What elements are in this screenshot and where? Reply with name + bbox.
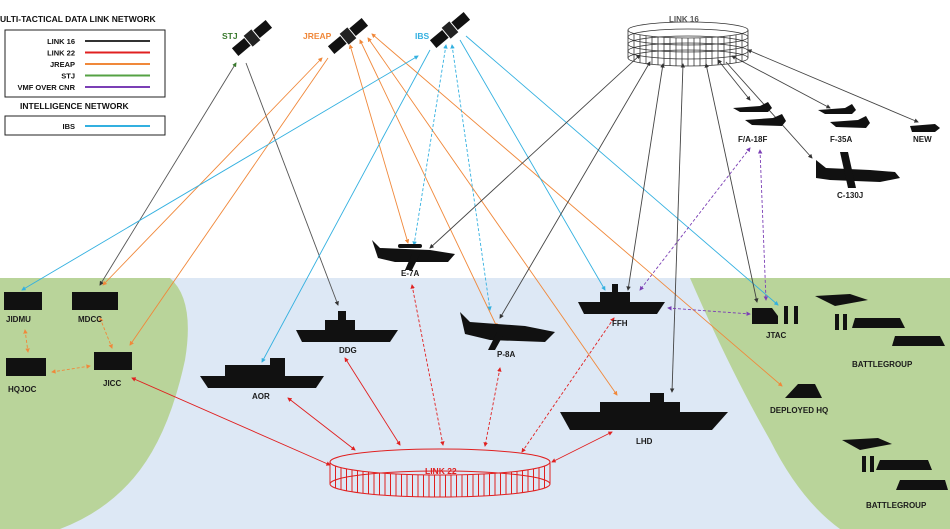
l22-lhd-line	[551, 431, 613, 463]
left-landmass	[0, 278, 188, 529]
legend-items: LINK 16 LINK 22 JREAP STJ VMF OVER CNR	[17, 37, 150, 92]
vmf-ffh-jtac-line	[667, 306, 751, 316]
new-label: NEW	[913, 135, 932, 144]
legend-title: ULTI-TACTICAL DATA LINK NETWORK	[0, 14, 157, 24]
hqjoc-jicc-line	[51, 364, 91, 374]
stj-to-ddg-line	[245, 62, 339, 306]
deployed-hq-icon	[785, 384, 822, 398]
ffh-label: FFH	[612, 319, 628, 328]
p8a-icon	[460, 312, 555, 350]
e7a-label: E-7A	[401, 269, 419, 278]
aor-icon	[200, 358, 324, 388]
fa18f-label: F/A-18F	[738, 135, 767, 144]
e7a-icon	[372, 240, 455, 270]
legend-item-label: LINK 16	[47, 37, 75, 46]
mdcc-label: MDCC	[78, 315, 102, 324]
link16-hub	[627, 21, 749, 67]
ddg-icon	[296, 311, 398, 342]
battlegroup-2-label: BATTLEGROUP	[866, 501, 927, 510]
jtac-label: JTAC	[766, 331, 787, 340]
link16-label: LINK 16	[669, 15, 699, 24]
battlegroup-1-icon	[815, 294, 945, 346]
aor-label: AOR	[252, 392, 270, 401]
satellite-label-jreap: JREAP	[303, 31, 332, 41]
l22-ffh-line	[521, 317, 615, 453]
legend-item-label: JREAP	[50, 60, 75, 69]
intel-title: INTELLIGENCE NETWORK	[20, 101, 129, 111]
f35a-label: F-35A	[830, 135, 852, 144]
jicc-label: JICC	[103, 379, 121, 388]
hqjoc-label: HQJOC	[8, 385, 37, 394]
satellite-label-stj: STJ	[222, 31, 238, 41]
battlegroup-2-icon	[842, 438, 948, 490]
l16-to-fa18-line	[717, 59, 751, 101]
deployed-hq-label: DEPLOYED HQ	[770, 406, 828, 415]
ibs-to-ffh-line	[459, 39, 606, 291]
intel-items: IBS	[62, 122, 150, 131]
lhd-label: LHD	[636, 437, 653, 446]
legend: ULTI-TACTICAL DATA LINK NETWORK LINK 16L…	[0, 14, 166, 136]
satellite-jreap	[327, 18, 369, 54]
ffh-icon	[578, 284, 665, 314]
mdcc-icon	[72, 292, 118, 310]
mdcc-jicc-line	[99, 317, 113, 349]
satellite-ibs	[429, 12, 471, 48]
jtac-icon	[752, 306, 798, 324]
vmf-fa18-ffh-line	[639, 147, 751, 291]
ibs-to-aor-line	[261, 49, 431, 363]
legend-item-label: VMF OVER CNR	[17, 83, 75, 92]
l16-to-p8a-line	[499, 61, 651, 319]
battlegroup-1-label: BATTLEGROUP	[852, 360, 913, 369]
satellite-stj	[231, 20, 273, 56]
hqjoc-icon	[6, 358, 46, 376]
ibs-to-jidmu-line	[21, 55, 419, 291]
fa18f-icon	[733, 102, 786, 126]
ibs-to-e7a-line	[412, 44, 448, 246]
intel-item-label: IBS	[62, 122, 75, 131]
jidmu-icon	[4, 292, 42, 310]
legend-item-label: STJ	[61, 72, 75, 81]
jidmu-label: JIDMU	[6, 315, 31, 324]
legend-item-label: LINK 22	[47, 49, 75, 58]
new-aircraft-icon	[910, 124, 940, 132]
f35a-icon	[818, 104, 870, 128]
lhd-icon	[560, 393, 728, 430]
jicc-icon	[94, 352, 132, 370]
satellite-label-ibs: IBS	[415, 31, 430, 41]
p8a-label: P-8A	[497, 350, 515, 359]
ddg-label: DDG	[339, 346, 357, 355]
link-lines	[21, 33, 919, 466]
l22-jicc-line	[131, 377, 331, 466]
ibs-to-p8a-line	[450, 44, 492, 311]
link22-hub	[329, 448, 551, 498]
c130j-icon	[816, 152, 900, 188]
jidmu-hqjoc-line	[23, 329, 30, 353]
l16-to-new-line	[747, 49, 919, 123]
vmf-fa18-jtac-line	[757, 149, 769, 301]
link22-label: LINK 22	[425, 466, 457, 476]
l22-p8a-line	[483, 367, 502, 447]
l22-e7a-line	[410, 284, 445, 446]
l16-to-e7a-line	[429, 54, 641, 249]
l22-ddg-line	[344, 357, 401, 446]
l16-to-ffh-line	[626, 63, 665, 291]
c130j-label: C-130J	[837, 191, 863, 200]
